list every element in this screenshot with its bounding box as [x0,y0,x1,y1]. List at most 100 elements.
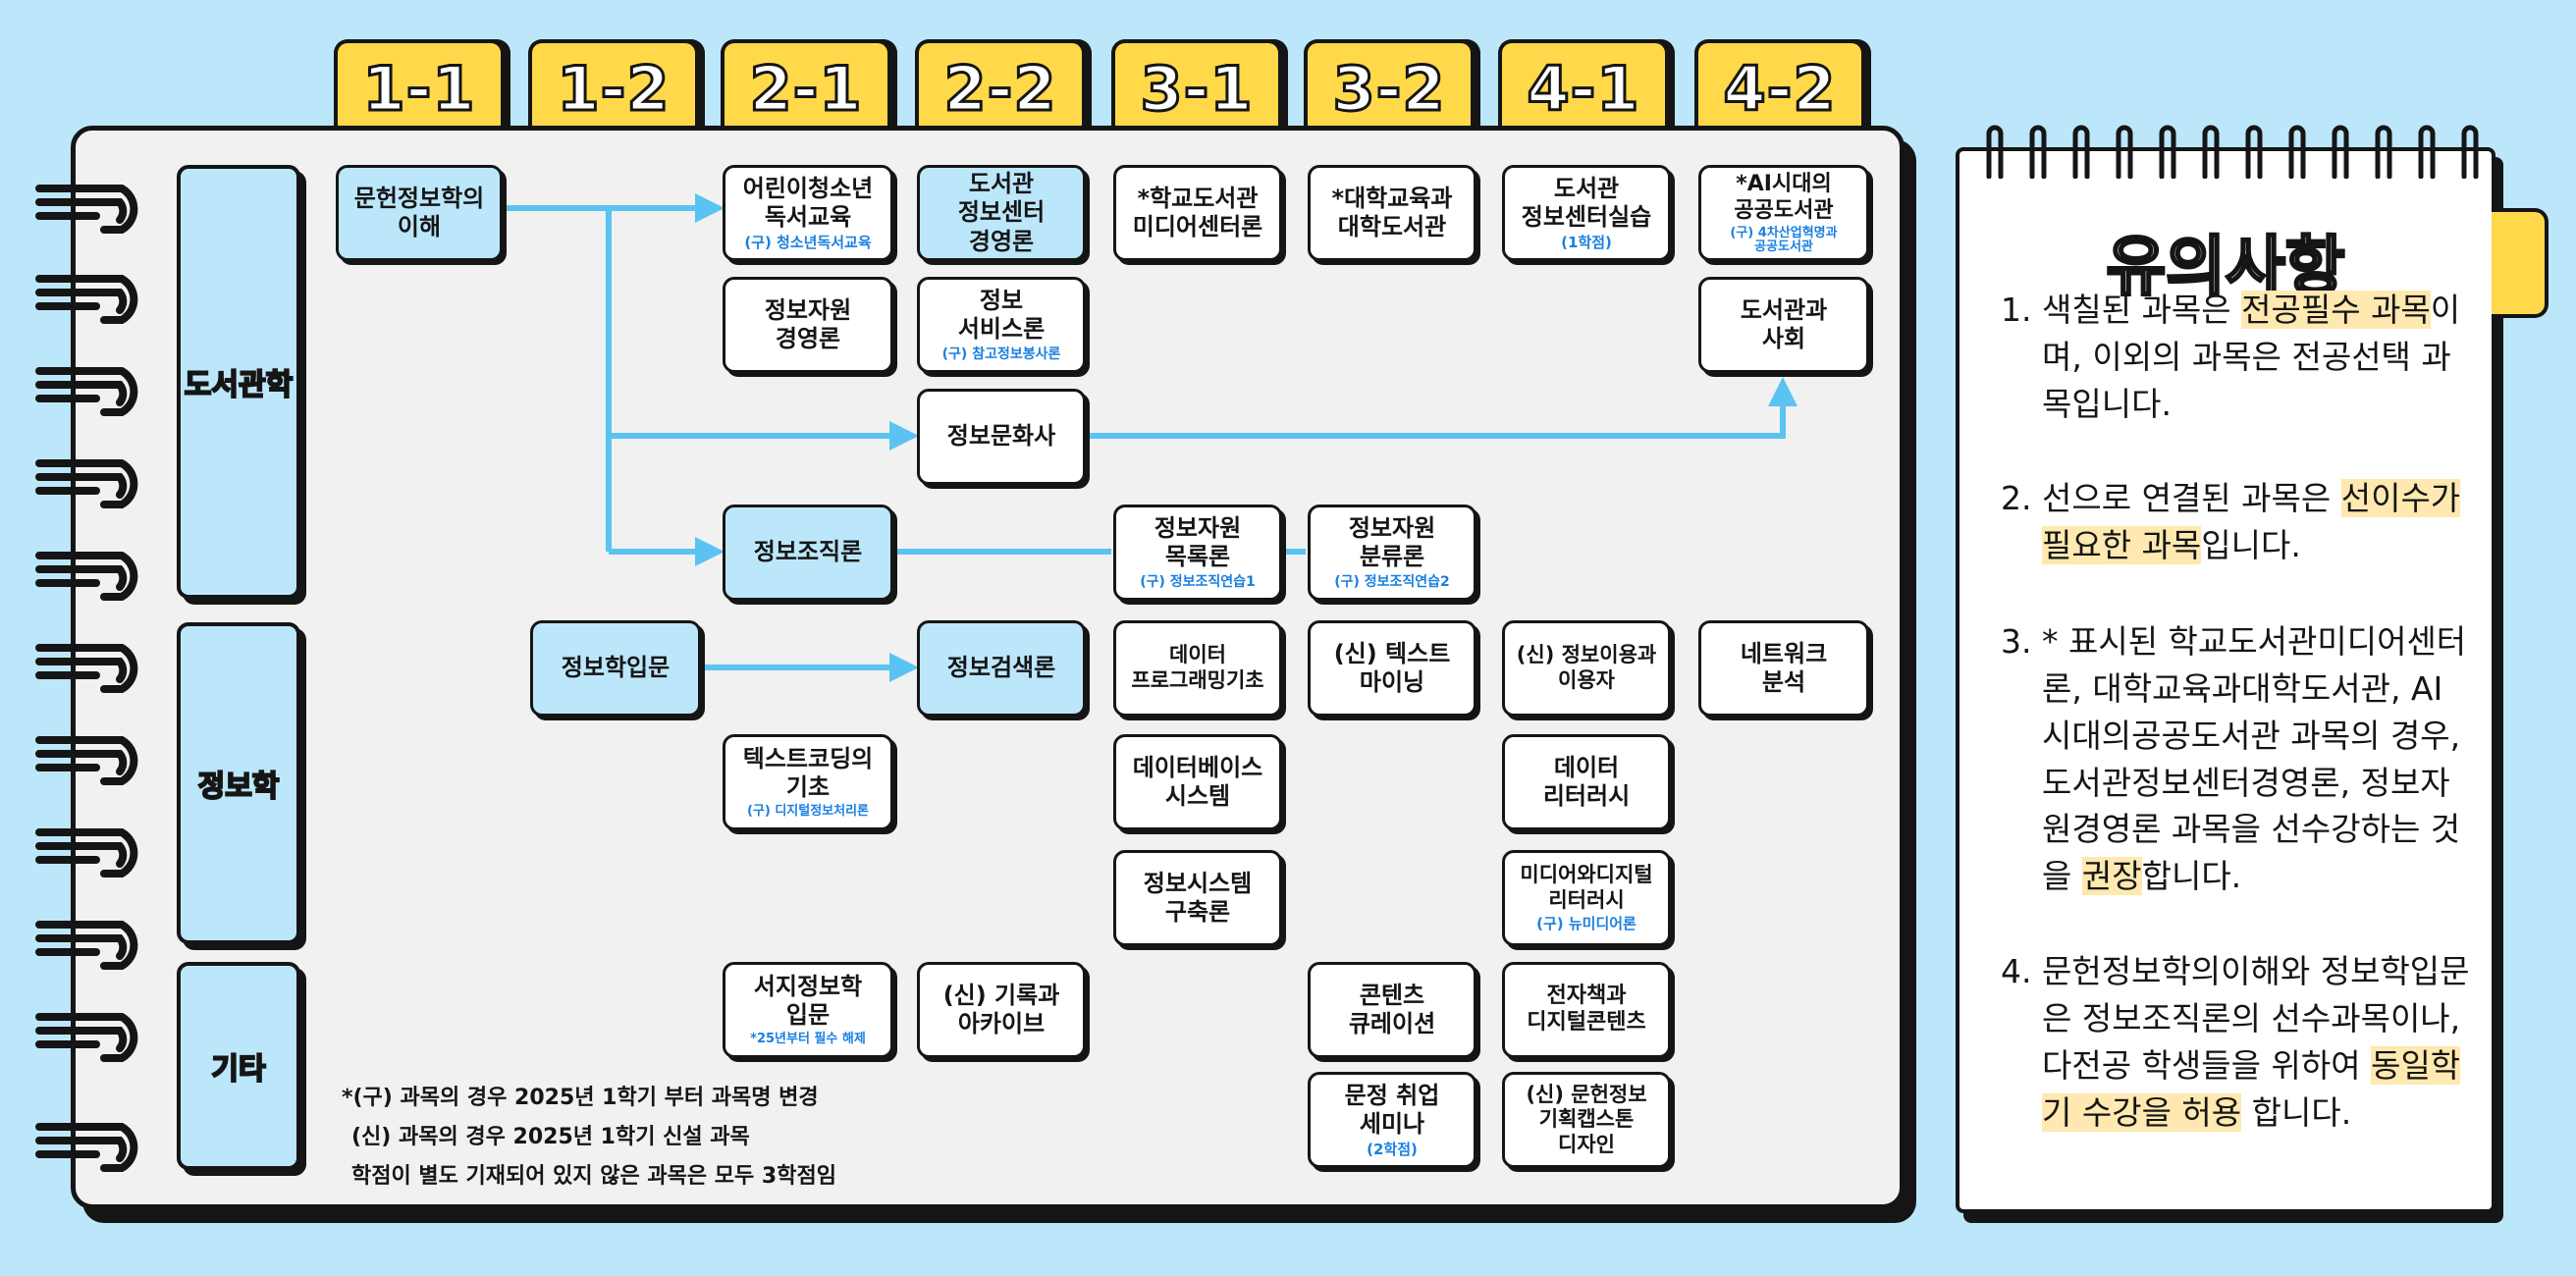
course-c41b[interactable]: (신) 정보이용과 이용자 [1502,620,1671,717]
course-note: (2학점) [1367,1141,1418,1159]
course-c31e[interactable]: 정보시스템 구축론 [1113,850,1282,946]
course-title: 정보검색론 [946,654,1056,682]
tab-4-1[interactable]: 4-1 [1498,39,1669,133]
tab-2-1[interactable]: 2-1 [721,39,891,133]
course-title: 네트워크 분석 [1740,639,1828,696]
note-number: 4. [2001,952,2032,990]
course-title: 데이터베이스 시스템 [1132,753,1263,810]
course-note: (구) 뉴미디어론 [1536,915,1637,933]
course-title: *AI시대의 공공도서관 [1734,171,1834,223]
course-c42c[interactable]: 네트워크 분석 [1698,620,1869,717]
course-note: (구) 참고정보봉사론 [941,346,1061,362]
course-c32e[interactable]: 문정 취업 세미나(2학점) [1308,1072,1476,1168]
spiral-icon [2418,125,2436,179]
course-c32c[interactable]: (신) 텍스트 마이닝 [1308,620,1476,717]
spiral-icon [2029,125,2047,179]
course-c12[interactable]: 정보학입문 [530,620,701,717]
note-item-4: 4. 문헌정보학의이해와 정보학입문은 정보조직론의 선수과목이나, 다전공 학… [2001,948,2472,1136]
course-c11[interactable]: 문헌정보학의 이해 [336,165,503,261]
note-body: * 표시된 학교도서관미디어센터론, 대학교육과대학도서관, AI시대의공공도서… [2042,622,2467,896]
course-title: *학교도서관 미디어센터론 [1132,184,1263,240]
course-title: 정보시스템 구축론 [1143,869,1253,926]
binder-ring-icon [35,459,138,508]
spiral-icon [2461,125,2479,179]
course-c21a[interactable]: 어린이청소년 독서교육(구) 청소년독서교육 [723,165,893,261]
course-title: 전자책과 디지털콘텐츠 [1527,984,1646,1035]
course-title: 데이터 리터러시 [1542,753,1631,810]
binder-ring-icon [35,644,138,693]
course-title: (신) 문헌정보 기획캡스톤 디자인 [1526,1082,1647,1156]
course-title: 미디어와디지털 리터러시 [1520,863,1653,912]
course-c31c[interactable]: 데이터 프로그래밍기초 [1113,620,1282,717]
course-c22e[interactable]: (신) 기록과 아카이브 [917,962,1086,1058]
binder-ring-icon [35,367,138,416]
note-highlight: 전공필수 과목 [2241,291,2431,329]
course-c21e[interactable]: 서지정보학 입문 *25년부터 필수 해제 [723,962,893,1058]
course-c41f[interactable]: (신) 문헌정보 기획캡스톤 디자인 [1502,1072,1671,1168]
note-number: 2. [2001,479,2032,517]
course-title: 서지정보학 입문 [753,972,863,1030]
tab-1-1[interactable]: 1-1 [334,39,505,133]
course-c41d[interactable]: 미디어와디지털 리터러시 (구) 뉴미디어론 [1502,850,1671,946]
course-c22b[interactable]: 정보 서비스론 (구) 참고정보봉사론 [917,277,1086,373]
course-title: 정보조직론 [753,538,863,566]
note-body: 선으로 연결된 과목은 선이수가 필요한 과목입니다. [2042,479,2461,564]
course-note: (구) 4차산업혁명과 공공도서관 [1730,225,1838,254]
course-title: 정보자원 분류론 [1348,514,1436,571]
course-c22c[interactable]: 정보문화사 [917,389,1086,485]
course-c32b[interactable]: 정보자원 분류론(구) 정보조직연습2 [1308,505,1476,601]
spiral-icon [1986,125,2004,179]
tab-4-2[interactable]: 4-2 [1694,39,1865,133]
course-c31a[interactable]: *학교도서관 미디어센터론 [1113,165,1282,261]
category-etc: 기타 [177,962,300,1170]
spiral-icon [2288,125,2306,179]
tab-3-1[interactable]: 3-1 [1111,39,1282,133]
binder-ring-icon [35,552,138,601]
course-title: 텍스트코딩의 기초 [742,744,874,802]
binder-ring-icon [35,275,138,324]
course-c22a[interactable]: 도서관 정보센터 경영론 [917,165,1086,261]
spiral-icon [2245,125,2263,179]
course-c41e[interactable]: 전자책과 디지털콘텐츠 [1502,962,1671,1058]
tab-2-2[interactable]: 2-2 [915,39,1086,133]
course-c31d[interactable]: 데이터베이스 시스템 [1113,734,1282,830]
arrow-c22c-to-c42b [1086,377,1798,439]
course-c21b[interactable]: 정보자원 경영론 [723,277,893,373]
course-title: 콘텐츠 큐레이션 [1348,981,1436,1037]
tab-1-2[interactable]: 1-2 [528,39,699,133]
note-number: 1. [2001,291,2032,329]
course-c41c[interactable]: 데이터 리터러시 [1502,734,1671,830]
note-item-3: 3. * 표시된 학교도서관미디어센터론, 대학교육과대학도서관, AI시대의공… [2001,618,2472,900]
note-item-2: 2. 선으로 연결된 과목은 선이수가 필요한 과목입니다. [2001,475,2472,569]
binder-ring-icon [35,1123,138,1172]
category-information-science: 정보학 [177,622,300,944]
course-c32d[interactable]: 콘텐츠 큐레이션 [1308,962,1476,1058]
course-c32a[interactable]: *대학교육과 대학도서관 [1308,165,1476,261]
binder-ring-icon [35,736,138,785]
course-c31b[interactable]: 정보자원 목록론(구) 정보조직연습1 [1113,505,1282,601]
course-title: (신) 정보이용과 이용자 [1516,643,1657,692]
course-title: 어린이청소년 독서교육 [742,174,874,231]
course-c21d[interactable]: 텍스트코딩의 기초(구) 디지털정보처리론 [723,734,893,830]
course-title: 정보자원 경영론 [764,295,852,352]
course-c41a[interactable]: 도서관 정보센터실습 (1학점) [1502,165,1671,261]
course-title: 도서관 정보센터실습 [1521,174,1652,231]
footnote: (신) 과목의 경우 2025년 1학기 신설 과목 [351,1125,750,1149]
course-title: 정보 서비스론 [957,287,1046,344]
notes-panel-tab [2492,208,2549,318]
course-title: *대학교육과 대학도서관 [1331,184,1453,240]
binder-ring-icon [35,921,138,970]
course-c42b[interactable]: 도서관과 사회 [1698,277,1869,373]
course-c42a[interactable]: *AI시대의 공공도서관(구) 4차산업혁명과 공공도서관 [1698,165,1869,261]
course-note: (1학점) [1561,234,1612,252]
spiral-icon [2116,125,2133,179]
course-title: 도서관 정보센터 경영론 [957,170,1046,255]
course-note: *25년부터 필수 해제 [750,1032,866,1047]
tab-3-2[interactable]: 3-2 [1304,39,1475,133]
course-title: 문헌정보학의 이해 [353,184,485,240]
course-c22d[interactable]: 정보검색론 [917,620,1086,717]
course-title: (신) 텍스트 마이닝 [1333,639,1451,696]
course-c21c[interactable]: 정보조직론 [723,505,893,601]
category-library-science: 도서관학 [177,165,300,599]
